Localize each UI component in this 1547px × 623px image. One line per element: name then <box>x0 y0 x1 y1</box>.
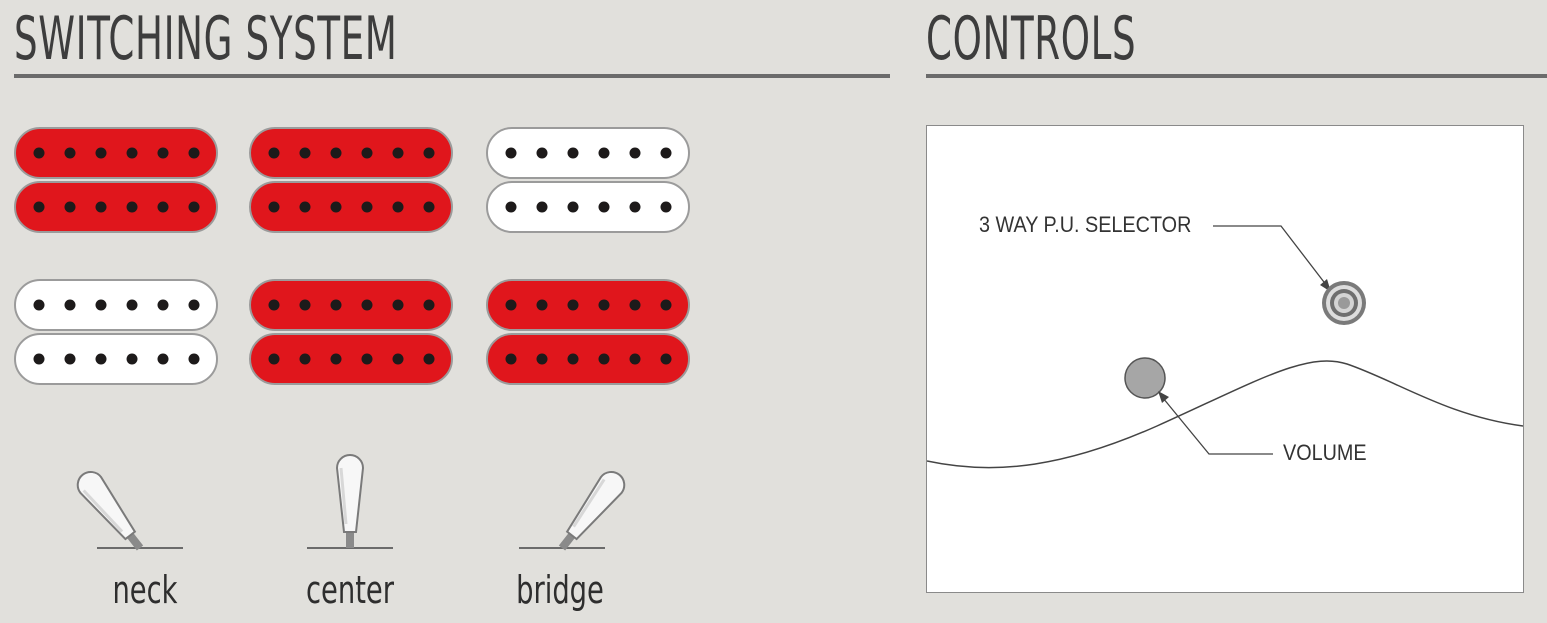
pickup-selector-knob <box>1322 281 1366 325</box>
position-label-neck: neck <box>112 568 178 612</box>
guitar-body-outline <box>927 360 1523 469</box>
humbucker-bridge-bridge <box>486 279 690 385</box>
switching-system-title: SWITCHING SYSTEM <box>14 4 398 74</box>
selector-leader-line <box>1213 225 1328 287</box>
controls-diagram-panel: 3 WAY P.U. SELECTOR VOLUME <box>926 125 1524 593</box>
volume-arrowhead <box>1158 391 1169 403</box>
volume-label: VOLUME <box>1283 440 1367 465</box>
controls-title-underline <box>926 74 1547 78</box>
lever-switch-center <box>307 454 393 549</box>
volume-leader-line <box>1162 397 1273 455</box>
lever-switch-neck <box>76 470 183 551</box>
switching-title-underline <box>14 74 890 78</box>
humbucker-center-bridge <box>249 279 453 385</box>
switching-diagram <box>14 127 690 551</box>
humbucker-neck-neck <box>14 127 218 233</box>
controls-title: CONTROLS <box>926 4 1137 74</box>
humbucker-neck-bridge <box>14 279 218 385</box>
position-label-bridge: bridge <box>516 568 604 612</box>
position-label-center: center <box>305 568 395 612</box>
humbucker-bridge-neck <box>486 127 690 233</box>
humbucker-center-neck <box>249 127 453 233</box>
controls-diagram <box>927 225 1523 469</box>
pickup-selector-label: 3 WAY P.U. SELECTOR <box>979 212 1192 237</box>
volume-knob <box>1124 357 1166 399</box>
lever-switch-bridge <box>519 470 626 551</box>
